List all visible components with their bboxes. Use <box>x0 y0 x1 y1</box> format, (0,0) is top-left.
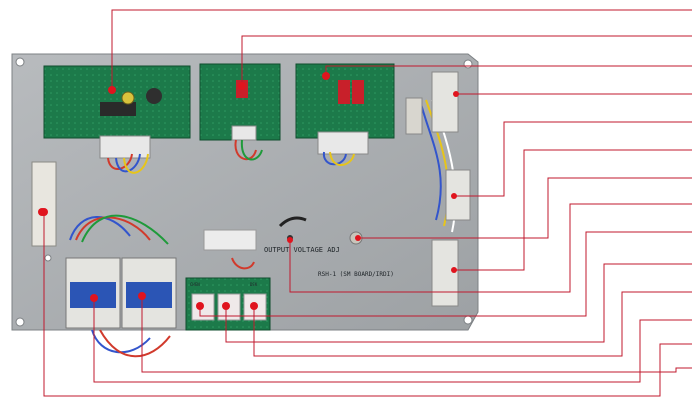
board-mark-1: CHEN <box>190 282 200 287</box>
callout-line-9 <box>199 231 692 317</box>
callout-dot-2 <box>238 82 246 90</box>
output-voltage-label: OUTPUT VOLTAGE ADJ <box>264 246 340 254</box>
callout-dot-4 <box>453 91 459 97</box>
callout-line-14 <box>141 296 692 373</box>
callout-dot-10 <box>222 302 230 310</box>
callout-line-2 <box>241 35 692 84</box>
callout-dots <box>40 72 459 310</box>
callout-line-3 <box>325 65 692 74</box>
board-label: RSH-1 (SM BOARD/IRDI) <box>318 271 394 278</box>
callout-dot-1 <box>108 86 116 94</box>
callout-dot-12 <box>90 294 98 302</box>
board-mark-2: DSK <box>250 282 258 287</box>
callout-dot-6 <box>451 267 457 273</box>
callout-line-8 <box>289 203 692 293</box>
callout-line-12 <box>93 300 692 383</box>
callout-dot-8 <box>287 237 293 243</box>
contactor-left <box>65 257 121 329</box>
side-connectors <box>405 71 471 307</box>
contactor-right <box>121 257 177 329</box>
callout-dot-7 <box>355 235 361 241</box>
callout-line-5 <box>454 121 692 197</box>
callout-dot-5 <box>451 193 457 199</box>
pcb-board-right <box>295 63 395 155</box>
callout-dot-13 <box>40 208 48 216</box>
callout-line-6 <box>454 149 692 271</box>
callout-dot-3 <box>322 72 330 80</box>
pcb-board-left <box>43 65 191 159</box>
callout-line-11 <box>253 291 692 357</box>
callout-line-10 <box>225 263 692 343</box>
callout-line-1 <box>111 9 692 90</box>
callout-dot-9 <box>196 302 204 310</box>
callout-line-7 <box>360 177 692 239</box>
pcb-board-middle <box>199 63 281 141</box>
callout-line-13 <box>43 212 692 397</box>
callout-dot-11 <box>250 302 258 310</box>
callout-lines <box>43 9 692 397</box>
callout-dot-14 <box>138 292 146 300</box>
